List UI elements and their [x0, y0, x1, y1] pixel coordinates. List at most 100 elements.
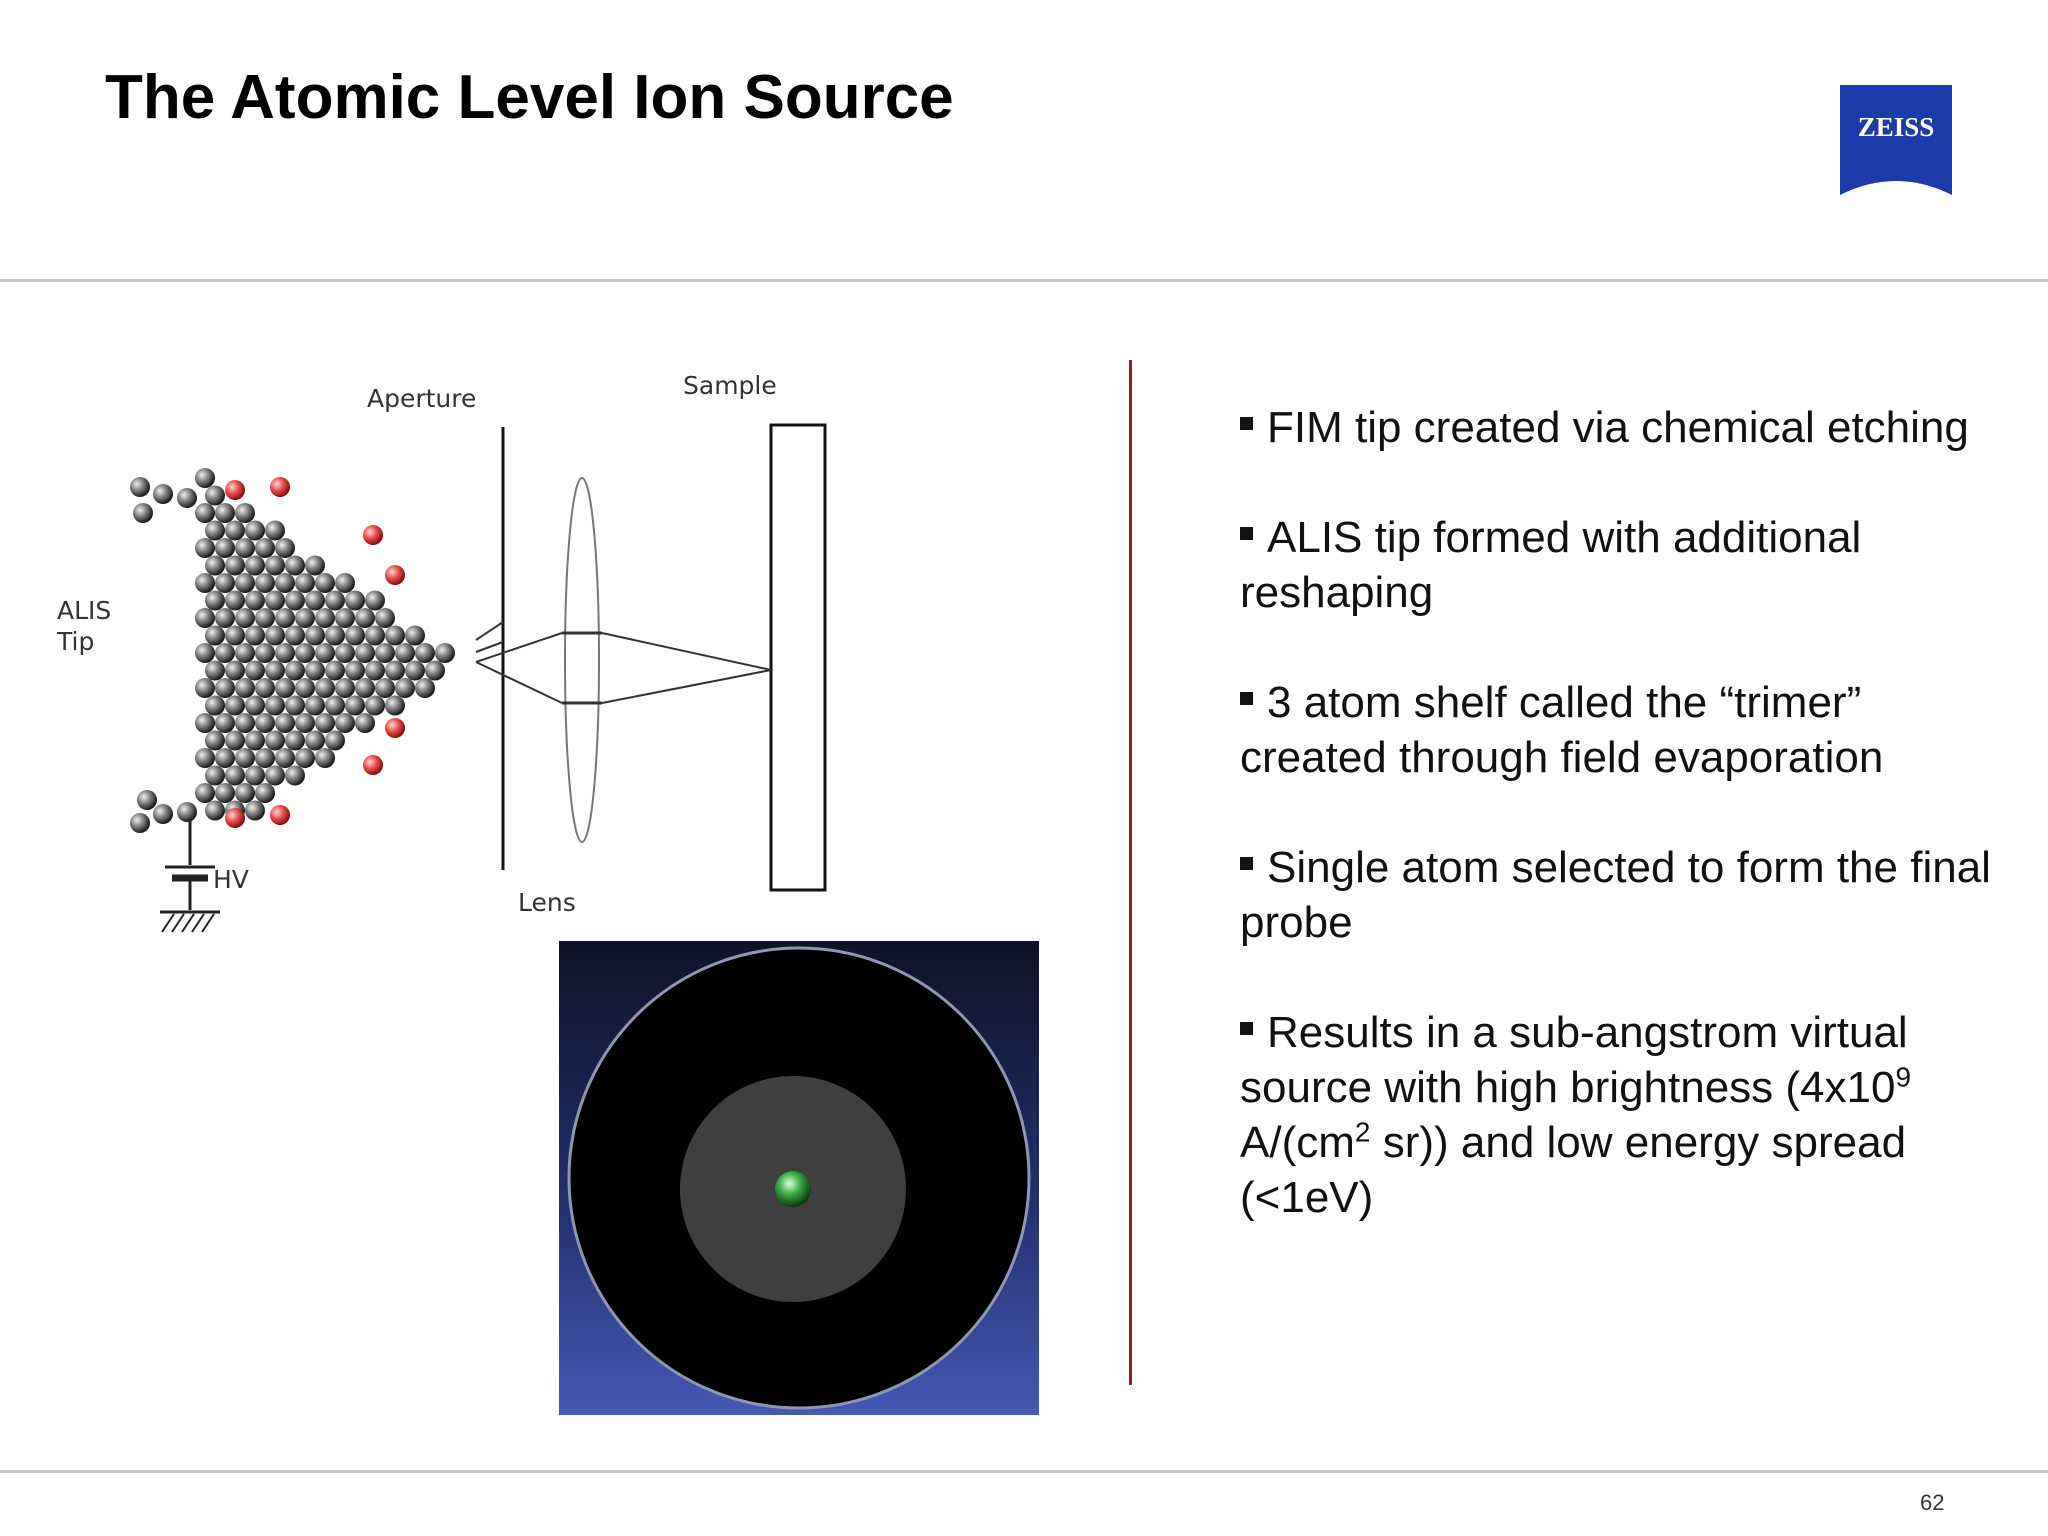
atom	[255, 608, 275, 628]
atom	[235, 643, 255, 663]
atom	[295, 748, 315, 768]
atom	[215, 713, 235, 733]
atom	[285, 625, 305, 646]
atom	[255, 678, 275, 698]
atom	[133, 503, 153, 523]
atom	[305, 660, 325, 681]
atom	[235, 678, 255, 698]
atom	[265, 695, 285, 716]
highlight-atom	[385, 718, 405, 738]
atom	[177, 488, 197, 508]
atom	[265, 555, 285, 576]
atom	[335, 573, 355, 593]
atom	[355, 608, 375, 628]
atom	[285, 660, 305, 681]
atom	[345, 590, 365, 611]
atom	[265, 520, 285, 541]
alis-diagram: Aperture Sample ALIS Tip HV Lens	[56, 371, 827, 933]
atom	[215, 748, 235, 768]
atom	[355, 643, 375, 663]
atom	[195, 713, 215, 733]
atom	[415, 678, 435, 698]
atom	[325, 590, 345, 611]
logo-text: ZEISS	[1858, 112, 1935, 142]
atom	[205, 730, 225, 751]
bullet-marker	[1240, 1022, 1253, 1035]
atom	[245, 800, 265, 821]
atom	[365, 660, 385, 681]
atom	[215, 573, 235, 593]
atom	[265, 660, 285, 681]
atom	[130, 477, 150, 497]
highlight-atom	[363, 525, 383, 545]
atom	[235, 783, 255, 803]
atom	[255, 713, 275, 733]
atom	[295, 608, 315, 628]
atom	[285, 730, 305, 751]
bullet-item: ALIS tip formed with additional reshapin…	[1240, 513, 1862, 617]
column-divider	[1129, 360, 1132, 1385]
atom	[315, 748, 335, 768]
atom	[137, 790, 157, 810]
bullet-item: Results in a sub-angstrom virtual source…	[1240, 1008, 1912, 1222]
bullet-marker	[1240, 857, 1253, 870]
tip-label: Tip	[56, 627, 94, 656]
atom	[285, 765, 305, 786]
atom	[285, 590, 305, 611]
hv-label: HV	[213, 865, 249, 894]
atom	[315, 608, 335, 628]
atom	[245, 660, 265, 681]
atom	[385, 660, 405, 681]
atom	[275, 538, 295, 558]
atom	[305, 730, 325, 751]
atom	[305, 695, 325, 716]
footer-rule	[0, 1470, 2048, 1473]
atom	[245, 590, 265, 611]
atom	[305, 555, 325, 576]
atom	[375, 643, 395, 663]
atom	[275, 678, 295, 698]
atom	[275, 643, 295, 663]
atom	[305, 625, 325, 646]
atom	[335, 608, 355, 628]
atom	[215, 643, 235, 663]
sample-plate	[769, 423, 827, 892]
atom	[325, 660, 345, 681]
page-number: 62	[1920, 1490, 1945, 1515]
atom	[325, 695, 345, 716]
atom	[195, 783, 215, 803]
bullet-item: Single atom selected to form the final p…	[1240, 843, 1991, 947]
zeiss-logo: ZEISS	[1840, 85, 1952, 195]
atom	[375, 608, 395, 628]
atom	[265, 765, 285, 786]
atom	[395, 678, 415, 698]
atom	[195, 748, 215, 768]
atom	[245, 555, 265, 576]
atom	[205, 800, 225, 821]
atom	[315, 643, 335, 663]
atom	[325, 625, 345, 646]
highlight-atom	[225, 480, 245, 500]
atom	[275, 713, 295, 733]
atom	[355, 713, 375, 733]
lens-label: Lens	[518, 888, 576, 917]
atom	[265, 590, 285, 611]
atom	[395, 643, 415, 663]
atom	[385, 625, 405, 646]
atom	[205, 555, 225, 576]
atom	[215, 783, 235, 803]
atom	[285, 555, 305, 576]
atom	[355, 678, 375, 698]
atom	[130, 813, 150, 833]
atom	[225, 695, 245, 716]
atom	[225, 625, 245, 646]
atom	[365, 625, 385, 646]
atom	[315, 678, 335, 698]
atom	[345, 660, 365, 681]
atom	[255, 783, 275, 803]
atom	[153, 484, 173, 504]
atom	[205, 765, 225, 786]
atom	[195, 538, 215, 558]
highlight-atom	[225, 808, 245, 828]
atom	[205, 485, 225, 506]
